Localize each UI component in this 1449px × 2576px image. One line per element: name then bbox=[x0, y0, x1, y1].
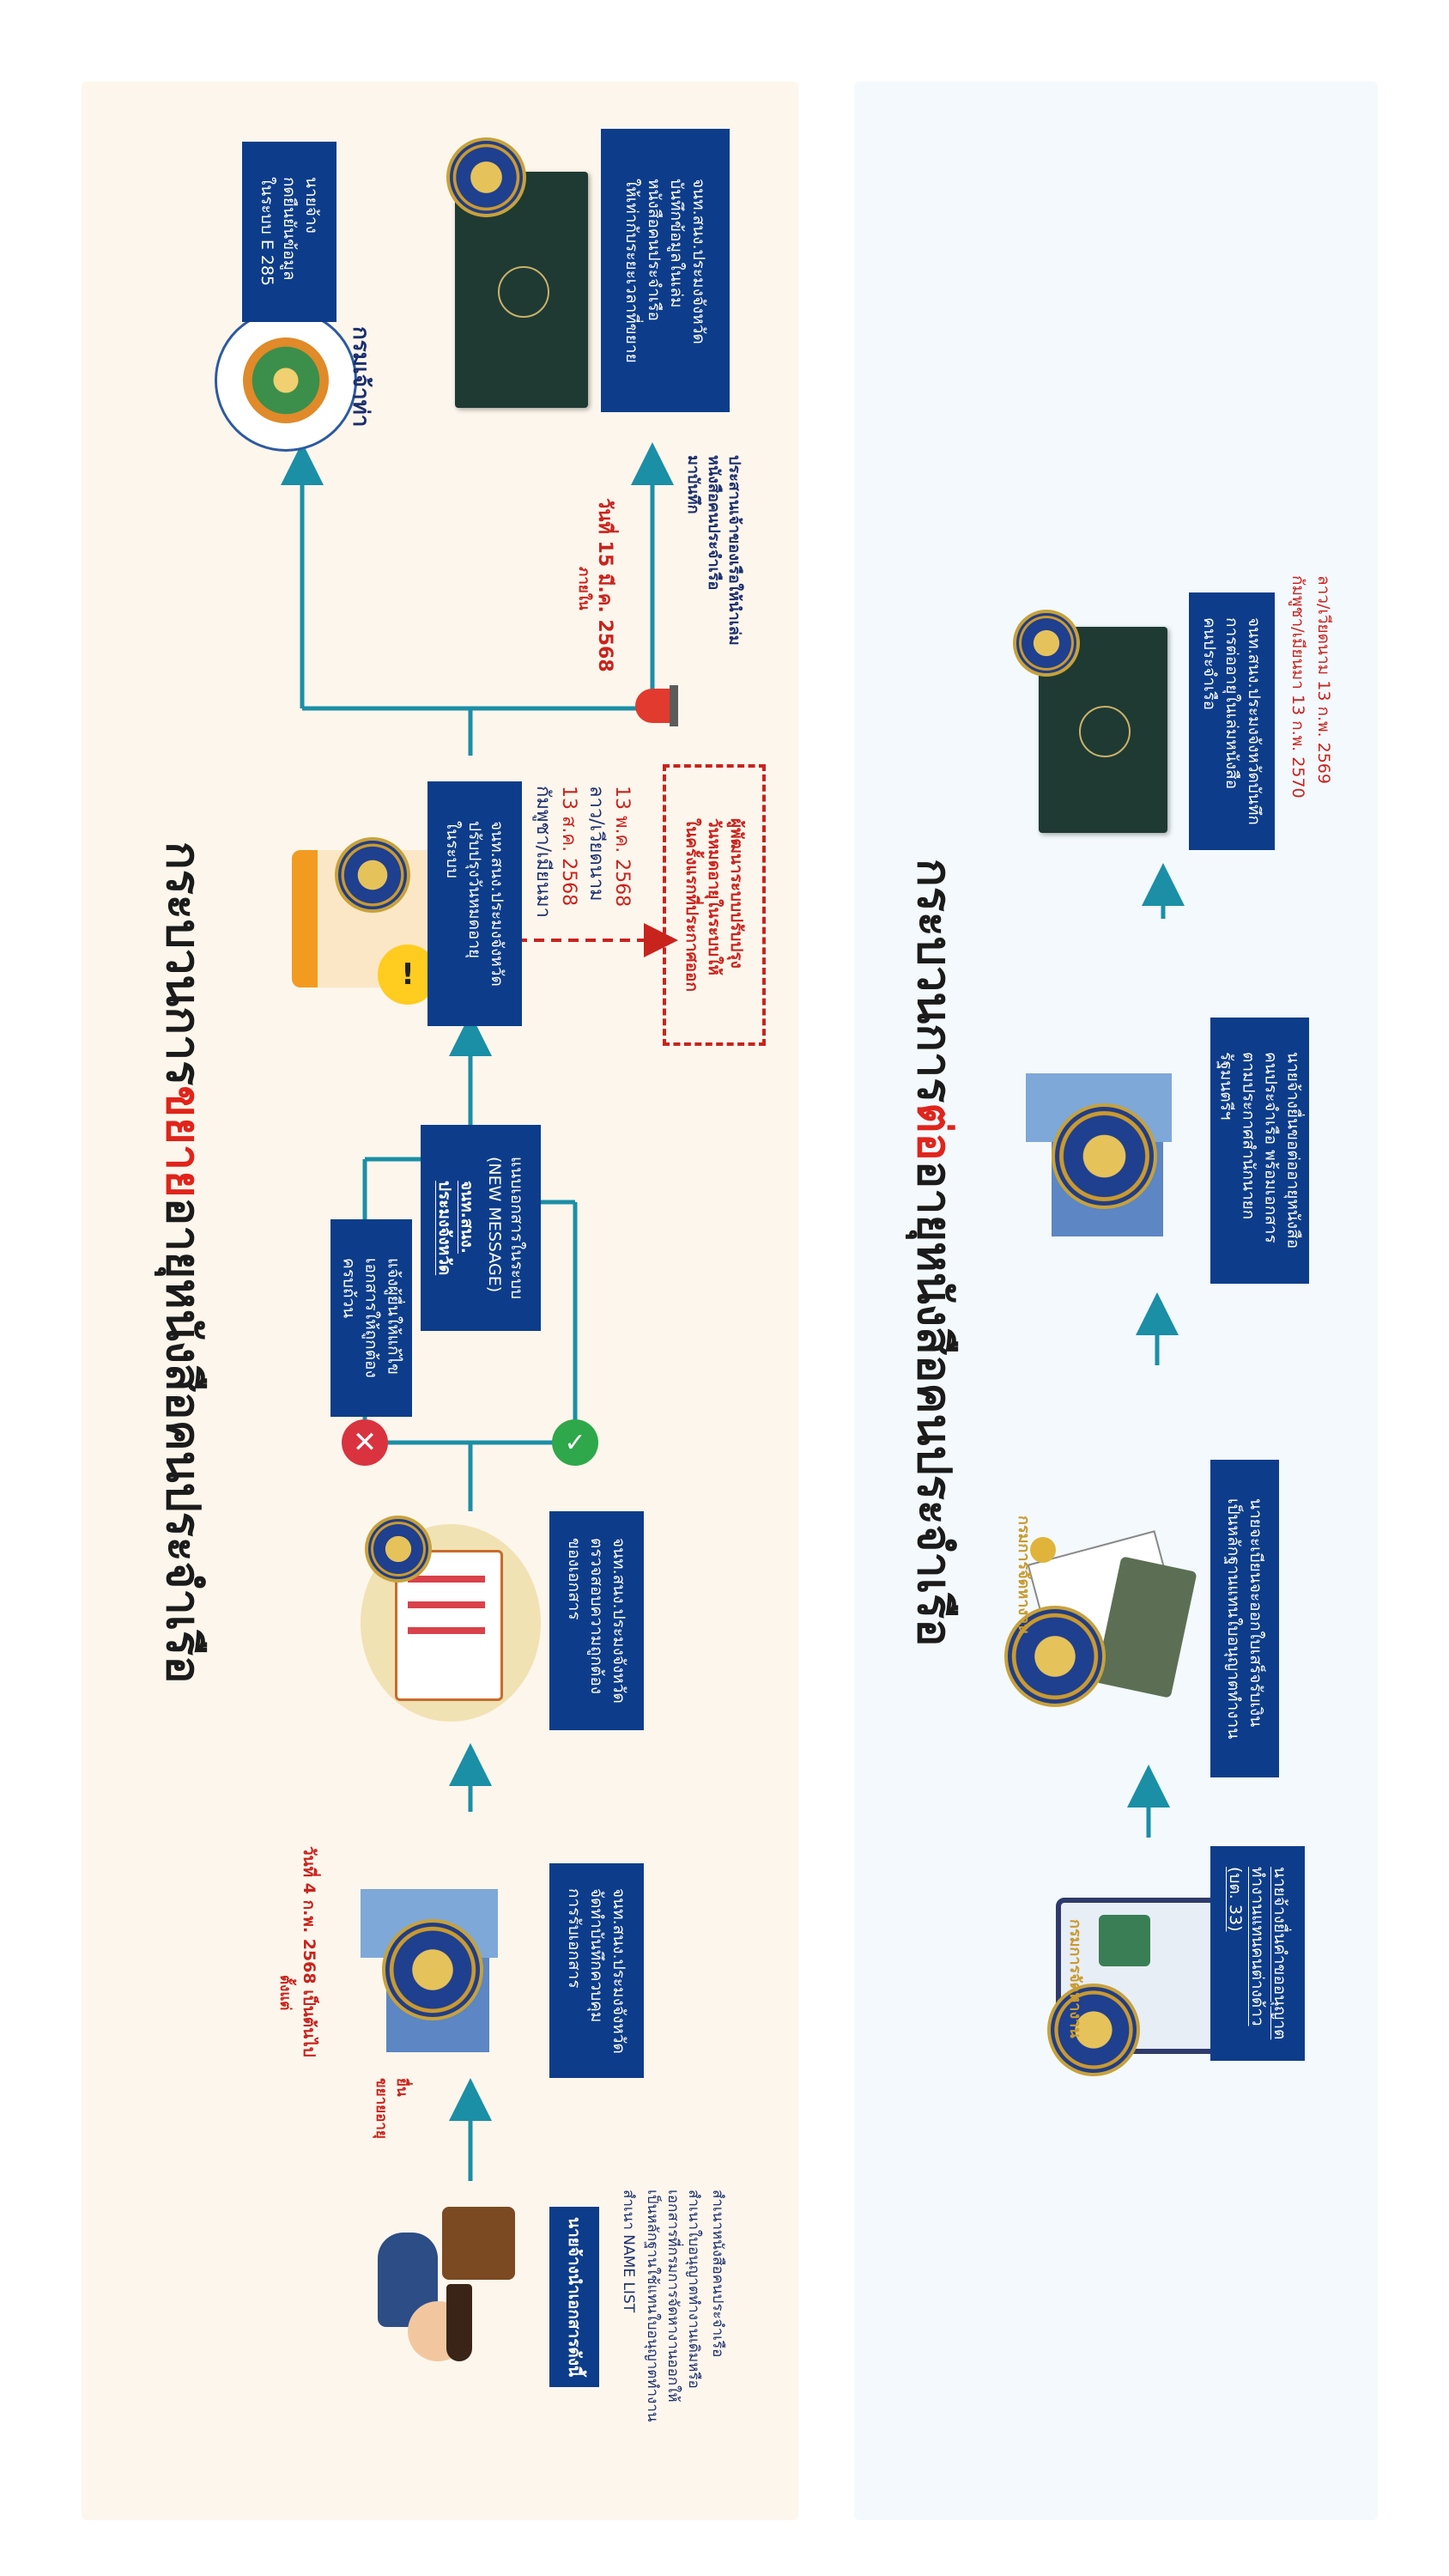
office-building-icon-2 bbox=[1009, 1056, 1189, 1254]
deadline-date: วันที่ 15 มี.ค. 2568 bbox=[594, 498, 615, 672]
nation-1: กัมพูชา/เมียนมา bbox=[532, 786, 554, 918]
employer-icon bbox=[361, 2198, 524, 2361]
office-record-box: จนท.สนง.ประมงจังหวัด จัดทำบันทึกควบคุม ก… bbox=[549, 1863, 644, 2078]
record-book-box: จนท.สนง.ประมงจังหวัด บันทึกข้อมูลในเล่ม … bbox=[601, 129, 730, 412]
since-date: วันที่ 4 ก.พ. 2568 เป็นต้นไป bbox=[300, 1846, 318, 2057]
renewal-line-1: กัมพูชา/เมียนมา 13 ก.พ. 2570 bbox=[1288, 575, 1307, 799]
doe-seal-name-1: กรมการจัดหางาน bbox=[1066, 1919, 1084, 2038]
attach-box: จนท.สนง. ประมงจังหวัด แนบเอกสารในระบบ (N… bbox=[421, 1125, 541, 1331]
renewal-line-2: ลาว/เวียดนาม 13 ก.พ. 2569 bbox=[1314, 575, 1333, 784]
renewal-step4-box: จนท.สนง.ประมงจังหวัดบันทึก การต่ออายุในเ… bbox=[1189, 592, 1275, 850]
coordinate-text: ประสานเจ้าของเรือให้นำเล่ม หนังสือคนประจ… bbox=[684, 455, 743, 646]
date-1: 13 ส.ค. 2568 bbox=[558, 786, 579, 907]
date-2: 13 พ.ค. 2568 bbox=[611, 786, 633, 908]
work-permit-icon bbox=[1047, 1889, 1221, 2076]
seal-icon-2 bbox=[1013, 610, 1080, 677]
date-list: กัมพูชา/เมียนมา 13 ส.ค. 2568 ลาว/เวียดนา… bbox=[532, 786, 633, 1043]
confirm-box: นายจ้าง กดยืนยันข้อมูล ในระบบ E 285 bbox=[242, 142, 336, 322]
nation-2: ลาว/เวียดนาม bbox=[585, 786, 607, 902]
doc-list: สำเนา NAME LIST สำเนาใบอนุญาตทำงานเดิมหร… bbox=[618, 2190, 728, 2464]
renewal-step1-box: นายจ้างยื่นคำขออนุญาต ทำงานแทนคนต่างด้าว… bbox=[1210, 1846, 1305, 2061]
office-check-box: จนท.สนง.ประมงจังหวัด ตรวจสอบความถูกต้อง … bbox=[549, 1511, 644, 1730]
accept-icon: ✓ bbox=[552, 1419, 598, 1466]
renewal-panel bbox=[854, 82, 1378, 2520]
update-box: จนท.สนง.ประมงจังหวัด ปรับปรุงวันหมดอายุ … bbox=[427, 781, 522, 1026]
reject-icon: ✕ bbox=[342, 1419, 388, 1466]
system-note-box: ผู้พัฒนาระบบปรับปรุง วันหมดอายุในระบบให้… bbox=[663, 764, 766, 1046]
siren-icon bbox=[627, 680, 678, 732]
doc-item: สำเนา NAME LIST bbox=[620, 2190, 637, 2313]
renewal-step2-box: นายจะเบียนจะออกใบเสร็จรับเงิน เป็นหลักฐา… bbox=[1210, 1460, 1279, 1777]
renewal-step3-box: นายจ้างยื่นขอต่ออายุหนังสือ คนประจำเรือ … bbox=[1210, 1018, 1309, 1284]
renewal-dates: กัมพูชา/เมียนมา 13 ก.พ. 2570 ลาว/เวียดนา… bbox=[1288, 575, 1334, 867]
receipt-icon bbox=[1004, 1511, 1202, 1707]
extension-title: กระบวนการขยายอายุหนังสือคนประจำเรือ bbox=[156, 841, 210, 1684]
since-label: ตั้งแต่ bbox=[276, 1975, 294, 2011]
office-building-icon bbox=[343, 1872, 515, 2069]
calendar-icon: ! bbox=[258, 824, 446, 1005]
notify-fix-box: แจ้งผู้ยื่นให้แก้ไข เอกสารให้ถูกต้อง ครบ… bbox=[330, 1219, 412, 1417]
renewal-title: กระบวนการต่ออายุหนังสือคนประจำเรือ bbox=[907, 859, 961, 1647]
marine-dept-name: กรมเจ้าท่า bbox=[348, 326, 373, 428]
doc-item: สำเนาใบอนุญาตทำงานเดิมหรือ เอกสารที่กรมก… bbox=[644, 2190, 702, 2422]
marine-dept-seal bbox=[215, 309, 357, 452]
seal-icon bbox=[446, 137, 526, 217]
employer-label-box: นายจ้างนำเอกสารดังนี้ bbox=[549, 2207, 599, 2387]
deadline-label: ภายใน bbox=[575, 567, 592, 611]
doe-seal-name-2: กรมการจัดหางาน bbox=[1015, 1516, 1033, 1635]
checklist-icon bbox=[361, 1516, 541, 1730]
submit-label: ยื่น ขยายอายุ bbox=[373, 2078, 410, 2139]
doc-item: สำเนาหนังสือคนประจำเรือ bbox=[709, 2190, 726, 2358]
